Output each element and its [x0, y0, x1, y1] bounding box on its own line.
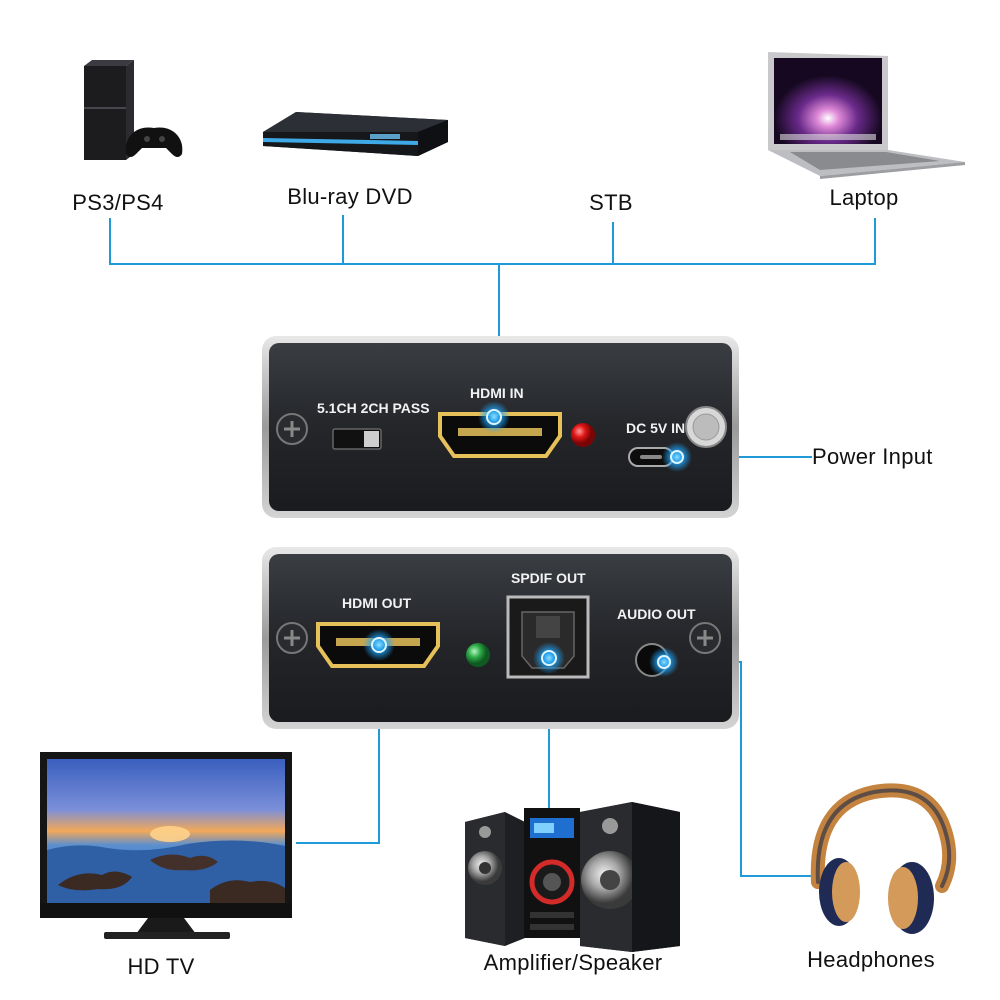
ps-label: PS3/PS4 [72, 190, 164, 215]
screw-icon [276, 622, 308, 654]
hdmi-in-label: HDMI IN [470, 385, 524, 401]
spdif-out-label: SPDIF OUT [511, 570, 586, 586]
tv-label: HD TV [127, 954, 195, 979]
laptop-label: Laptop [829, 185, 899, 210]
tv-icon [40, 752, 292, 939]
speaker-label: Amplifier/Speaker [483, 950, 663, 975]
headphones-label: Headphones [807, 947, 935, 972]
line-ps [109, 218, 876, 265]
bottom-panel: HDMI OUT SPDIF OUT AUDIO OUT [262, 547, 739, 729]
dc-in-label: DC 5V IN [626, 420, 685, 436]
knob-icon [685, 406, 727, 448]
connection-glow-markers [363, 401, 692, 677]
power-led [571, 423, 595, 447]
bluray-player-icon [263, 112, 448, 156]
headphones-icon [810, 783, 957, 934]
screw-icon [689, 622, 721, 654]
switch-label: 5.1CH 2CH PASS [317, 400, 430, 416]
screw-icon [276, 413, 308, 445]
speaker-system-icon [465, 802, 680, 952]
laptop-icon [768, 52, 965, 179]
audio-out-label: AUDIO OUT [617, 606, 696, 622]
stb-label: STB [589, 190, 633, 215]
status-led [466, 643, 490, 667]
bluray-label: Blu-ray DVD [287, 184, 413, 209]
power-input-label: Power Input [812, 444, 933, 469]
hdmi-out-label: HDMI OUT [342, 595, 412, 611]
ps4-console-icon [84, 60, 183, 160]
